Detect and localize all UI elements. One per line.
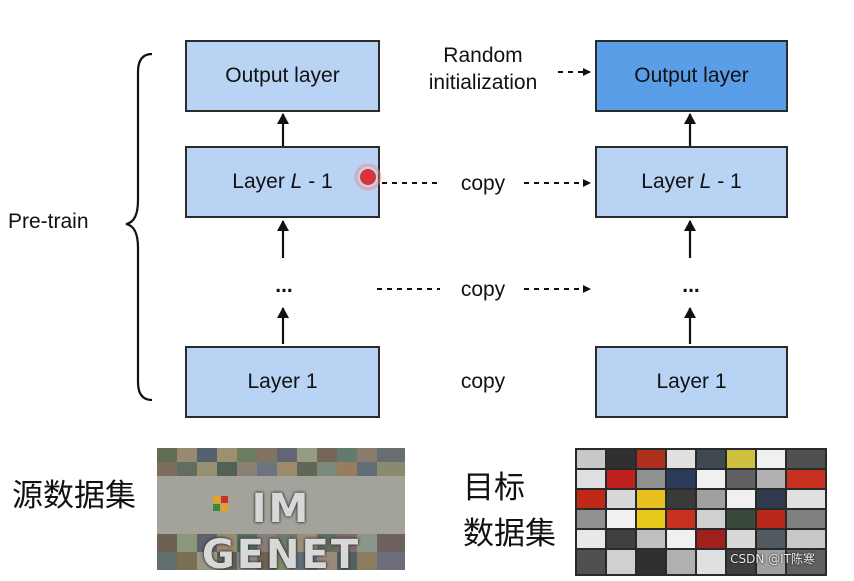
right-output-layer-box: Output layer [595, 40, 788, 112]
left-output-layer-box: Output layer [185, 40, 380, 112]
copy-label-top: copy [460, 172, 506, 195]
left-layer-1-box: Layer 1 [185, 346, 380, 418]
imagenet-logo-text: IM GENET [201, 486, 361, 570]
laser-pointer-dot [360, 169, 376, 185]
target-label-line1: 目标 [463, 470, 525, 506]
left-output-layer-label: Output layer [225, 64, 340, 87]
car-mosaic [575, 448, 827, 576]
right-layer-1-label: Layer 1 [656, 370, 727, 393]
copy-label-middle: copy [460, 278, 506, 301]
left-ellipsis: ... [275, 274, 293, 297]
left-layer-1-label: Layer 1 [247, 370, 318, 393]
right-layer-l-minus-1-label: Layer L - 1 [641, 170, 742, 193]
laser-pointer-glow [354, 163, 382, 191]
imagenet-mosaic [157, 448, 405, 570]
csdn-watermark: CSDN @IT陈寒 [730, 552, 815, 566]
source-dataset-label: 源数据集 [12, 478, 136, 514]
right-layer-l-minus-1-box: Layer L - 1 [595, 146, 788, 218]
right-layer-1-box: Layer 1 [595, 346, 788, 418]
random-initialization-label: Random initialization [428, 44, 538, 94]
right-output-layer-label: Output layer [634, 64, 749, 87]
car-dataset-image: CSDN @IT陈寒 [575, 448, 827, 576]
copy-label-bottom: copy [460, 370, 506, 393]
pretrain-brace [125, 52, 153, 402]
right-ellipsis: ... [682, 274, 700, 297]
imagenet-image: IM GENET [157, 448, 405, 570]
pretrain-label: Pre-train [8, 210, 89, 233]
target-label-line2: 数据集 [463, 516, 556, 552]
left-layer-l-minus-1-label: Layer L - 1 [232, 170, 333, 193]
